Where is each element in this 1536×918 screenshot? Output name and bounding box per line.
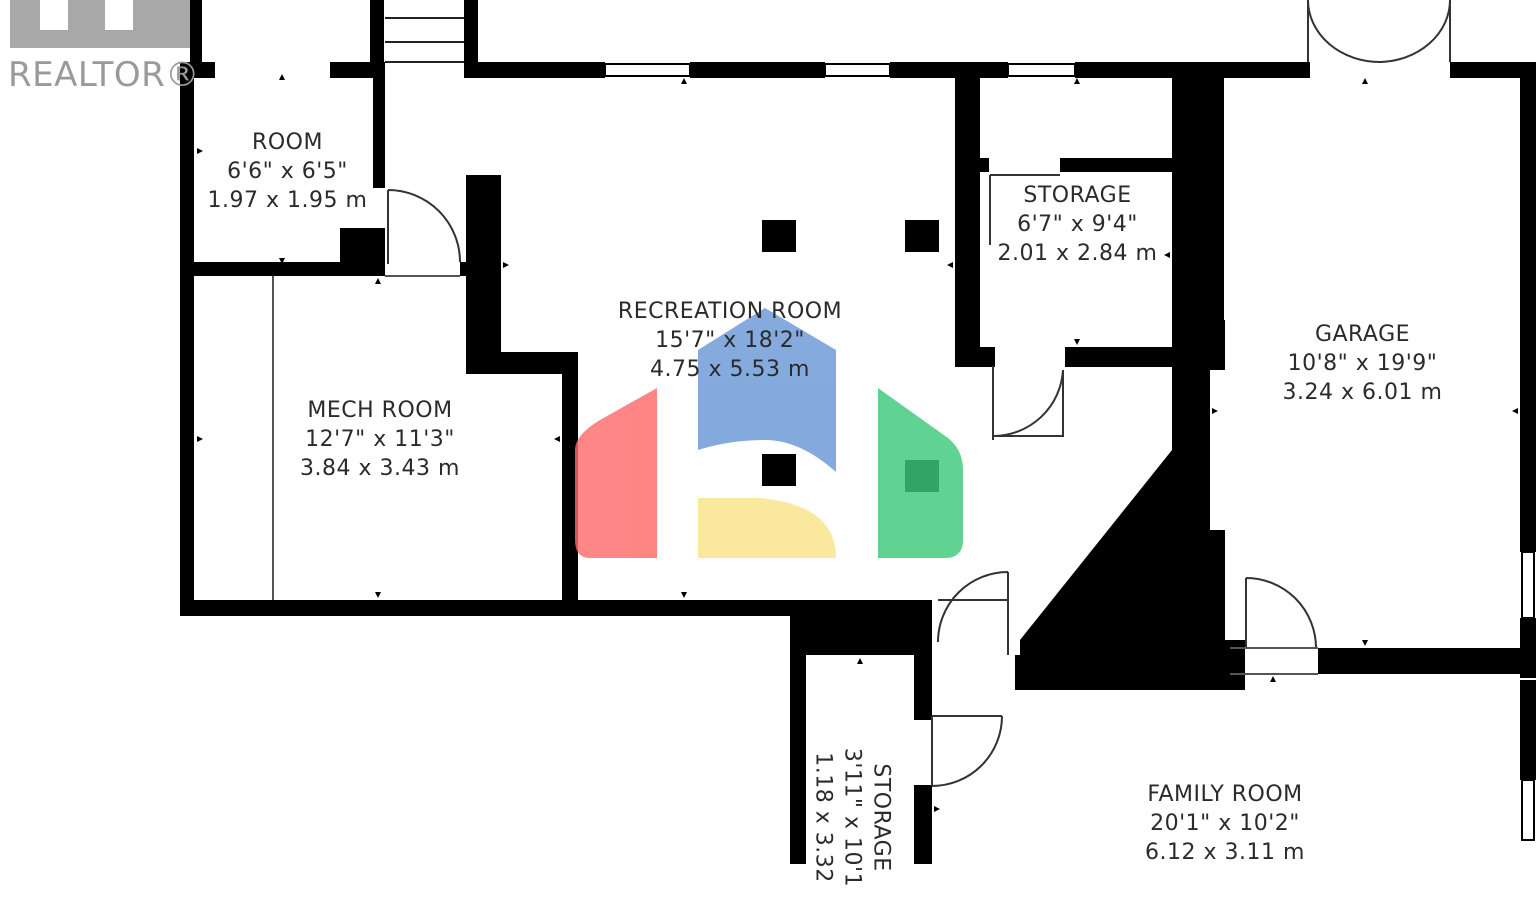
room-imperial: 20'1" x 10'2" <box>1150 811 1300 836</box>
doors <box>387 0 1451 787</box>
room-label-storage-2: STORAGE 3'11" x 10'1 1.18 x 3.32 <box>809 718 896 918</box>
room-name: STORAGE <box>868 763 894 872</box>
room-imperial: 3'11" x 10'1 <box>839 747 865 888</box>
thin-walls <box>272 275 1318 675</box>
room-label-garage: GARAGE 10'8" x 19'9" 3.24 x 6.01 m <box>1265 320 1460 407</box>
room-name: MECH ROOM <box>307 398 453 423</box>
realtor-logo-icon <box>10 0 190 48</box>
watermark-logo-icon <box>575 308 963 558</box>
room-name: RECREATION ROOM <box>617 299 843 324</box>
room-label-mech-room: MECH ROOM 12'7" x 11'3" 3.84 x 3.43 m <box>280 396 480 483</box>
stairs <box>385 17 464 63</box>
room-name: FAMILY ROOM <box>1147 782 1303 807</box>
floor-plan <box>10 0 1536 864</box>
room-metric: 4.75 x 5.53 m <box>650 357 810 382</box>
room-label-storage-1: STORAGE 6'7" x 9'4" 2.01 x 2.84 m <box>990 181 1165 268</box>
room-name: GARAGE <box>1314 322 1411 347</box>
room-imperial: 10'8" x 19'9" <box>1287 351 1438 376</box>
room-name: ROOM <box>252 130 323 155</box>
room-metric: 3.84 x 3.43 m <box>300 456 460 481</box>
room-name: STORAGE <box>1023 183 1132 208</box>
room-label-family-room: FAMILY ROOM 20'1" x 10'2" 6.12 x 3.11 m <box>1120 780 1330 867</box>
walls <box>180 0 1536 864</box>
room-imperial: 6'6" x 6'5" <box>227 159 348 184</box>
dimension-markers <box>197 74 1518 812</box>
room-imperial: 15'7" x 18'2" <box>655 328 805 353</box>
room-metric: 3.24 x 6.01 m <box>1282 380 1443 405</box>
room-imperial: 12'7" x 11'3" <box>305 427 455 452</box>
realtor-watermark-text: REALTOR® <box>8 55 200 95</box>
room-metric: 6.12 x 3.11 m <box>1145 840 1305 865</box>
windows <box>604 63 1535 841</box>
room-imperial: 6'7" x 9'4" <box>1017 212 1138 237</box>
room-metric: 2.01 x 2.84 m <box>997 241 1158 266</box>
room-metric: 1.18 x 3.32 <box>810 752 836 883</box>
room-metric: 1.97 x 1.95 m <box>207 188 368 213</box>
room-label-room: ROOM 6'6" x 6'5" 1.97 x 1.95 m <box>200 128 375 215</box>
room-label-recreation-room: RECREATION ROOM 15'7" x 18'2" 4.75 x 5.5… <box>600 297 860 384</box>
